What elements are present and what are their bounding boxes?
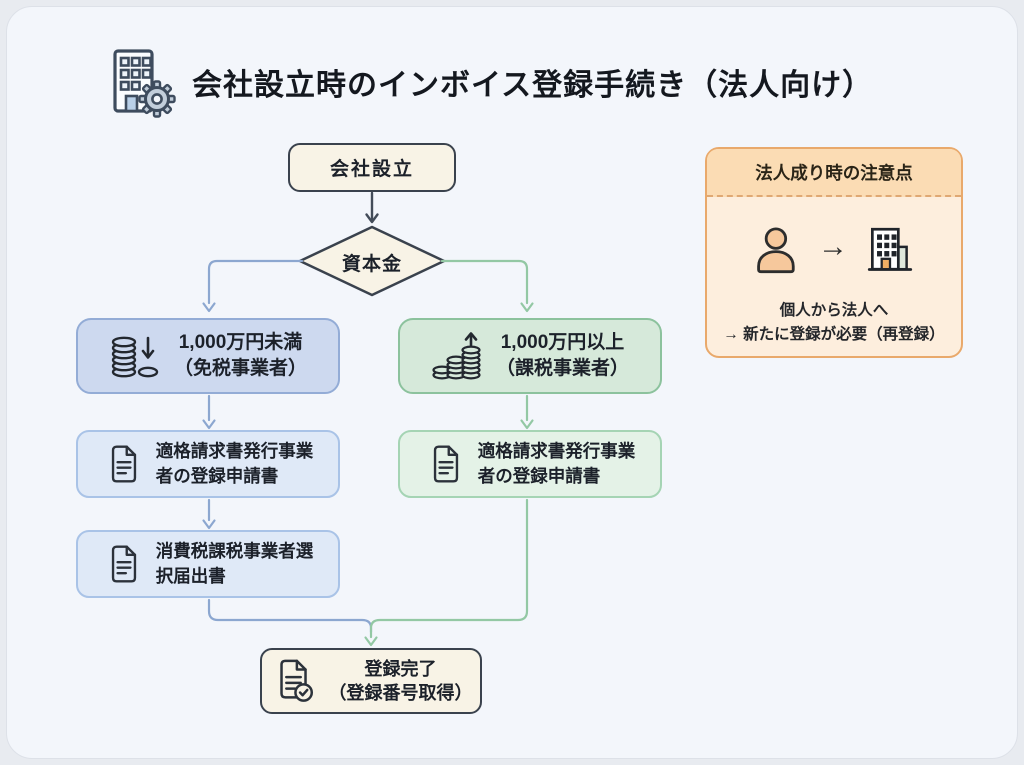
- flow-node-registration-application-taxable: 適格請求書発行事業 者の登録申請書: [398, 430, 662, 498]
- complete-label-line: （登録番号取得）: [328, 683, 473, 703]
- building-gear-icon: [113, 49, 176, 118]
- doc-label-line: 者の登録申請書: [477, 466, 601, 486]
- doc-label-line: 択届出書: [155, 566, 226, 586]
- doc-label-line: 者の登録申請書: [155, 466, 279, 486]
- note-text: 個人から法人へ → 新たに登録が必要（再登録）: [723, 299, 944, 347]
- document-icon: [111, 545, 136, 583]
- note-text-line2: → 新たに登録が必要（再登録）: [723, 326, 945, 344]
- doc-label-line: 適格請求書発行事業: [477, 440, 636, 461]
- note-text-line1: 個人から法人へ: [779, 302, 889, 319]
- flow-decision-capital: 資本金: [341, 254, 402, 275]
- flow-node-registration-complete: 登録完了 （登録番号取得）: [260, 648, 482, 714]
- document-icon: [433, 445, 458, 483]
- arrow-right-icon: →: [818, 230, 848, 263]
- flow-node-registration-application-exempt: 適格請求書発行事業 者の登録申請書: [76, 430, 340, 498]
- coins-decrease-icon: [111, 336, 159, 378]
- page-title: 会社設立時のインボイス登録手続き（法人向け）: [192, 69, 874, 102]
- document-icon: [111, 445, 136, 483]
- exempt-status: （免税事業者）: [173, 358, 307, 379]
- incorporation-note-panel: 法人成り時の注意点 → 個人から法人へ → 新たに登録が必要（: [705, 147, 963, 358]
- doc-label-line: 適格請求書発行事業: [155, 440, 314, 461]
- flow-node-taxable-election-form: 消費税課税事業者選 択届出書: [76, 530, 340, 598]
- taxable-amount: 1,000万円以上: [500, 332, 625, 354]
- note-panel-body: → 個人から法人へ → 新たに登録が必要（再登録）: [707, 197, 961, 347]
- coins-increase-icon: [432, 332, 481, 380]
- start-label: 会社設立: [329, 159, 414, 180]
- taxable-status: （課税事業者）: [495, 358, 629, 379]
- flow-node-exempt-branch: 1,000万円未満 （免税事業者）: [76, 318, 340, 394]
- flow-node-taxable-branch: 1,000万円以上 （課税事業者）: [398, 318, 662, 394]
- complete-label-line: 登録完了: [364, 658, 437, 679]
- flow-node-company-founding: 会社設立: [288, 143, 456, 192]
- building-icon: [867, 227, 913, 271]
- person-icon: [757, 227, 795, 274]
- note-icons-row: →: [751, 210, 917, 290]
- doc-label-line: 消費税課税事業者選: [155, 540, 314, 561]
- note-panel-title: 法人成り時の注意点: [707, 149, 961, 197]
- document-check-icon: [279, 659, 313, 702]
- exempt-amount: 1,000万円未満: [178, 332, 303, 354]
